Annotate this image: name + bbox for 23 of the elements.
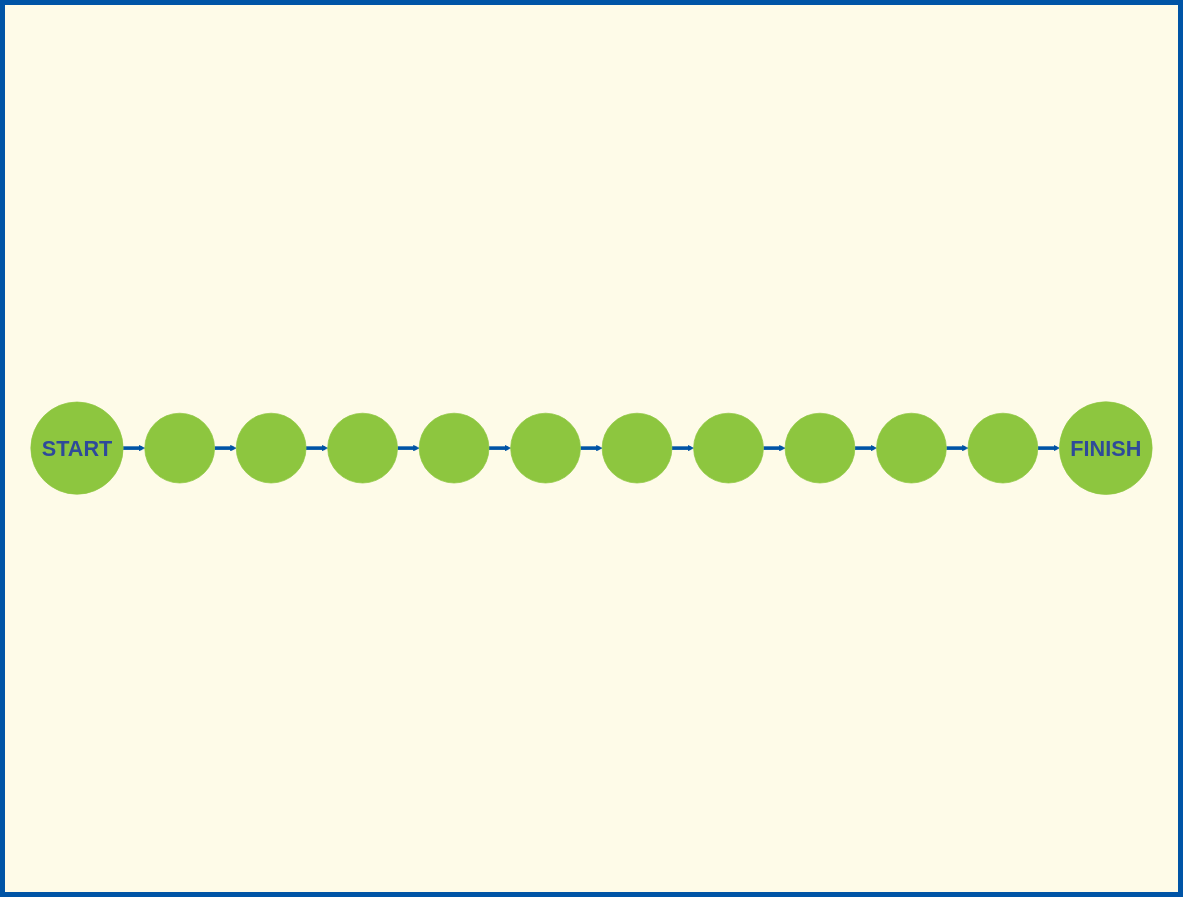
arrow bbox=[214, 445, 237, 452]
node-circle bbox=[876, 413, 947, 484]
node-circle bbox=[784, 413, 856, 484]
arrow bbox=[489, 445, 511, 452]
arrow bbox=[763, 445, 786, 452]
node-circle bbox=[601, 413, 673, 484]
node-circle bbox=[144, 413, 215, 484]
arrow bbox=[671, 445, 694, 452]
node-circle bbox=[693, 413, 764, 484]
node-circle: START bbox=[30, 402, 124, 495]
node-circle bbox=[235, 413, 307, 484]
arrow bbox=[306, 445, 328, 452]
arrow bbox=[854, 445, 877, 452]
node-circle bbox=[418, 413, 490, 484]
node-circle bbox=[967, 413, 1039, 484]
node-circle bbox=[510, 413, 581, 484]
arrow bbox=[123, 445, 146, 452]
node-circle bbox=[327, 413, 398, 484]
arrow bbox=[580, 445, 603, 452]
arrow bbox=[397, 445, 420, 452]
arrow bbox=[1037, 445, 1060, 452]
node-circle: FINISH bbox=[1059, 401, 1153, 496]
arrow bbox=[946, 445, 969, 452]
